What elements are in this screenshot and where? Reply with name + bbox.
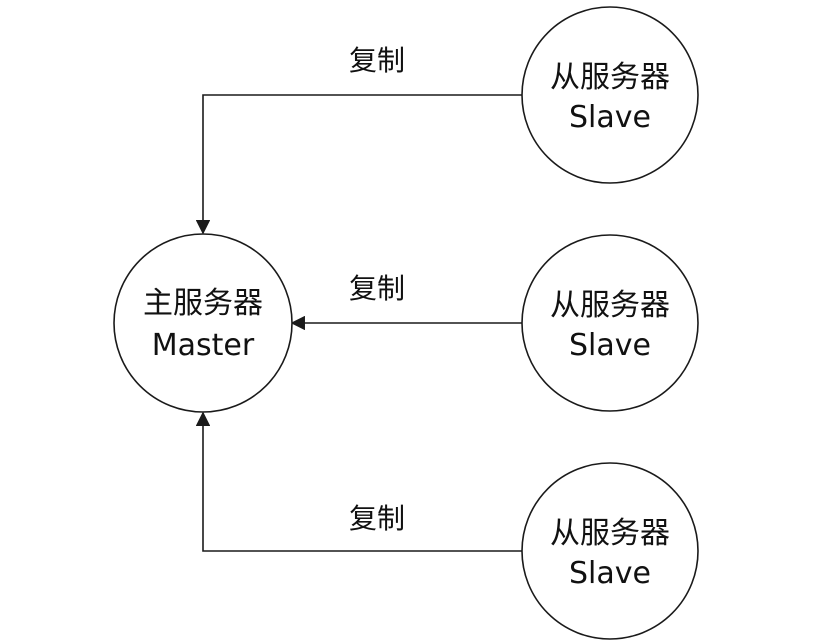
slave-node-2-label-cn: 从服务器 bbox=[550, 288, 670, 323]
slave-node-1: 从服务器 Slave bbox=[521, 6, 699, 184]
slave-node-1-circle bbox=[521, 6, 699, 184]
slave-node-1-label-cn: 从服务器 bbox=[550, 60, 670, 95]
slave-node-3-label-cn: 从服务器 bbox=[550, 516, 670, 551]
slave-node-2-circle bbox=[521, 234, 699, 412]
edge-label-slave-1: 复制 bbox=[349, 44, 405, 77]
slave-node-2-label-en: Slave bbox=[569, 328, 651, 363]
edge-label-slave-3: 复制 bbox=[349, 502, 405, 535]
edge-slave-3-to-master bbox=[195, 411, 522, 552]
master-node-label-cn: 主服务器 bbox=[143, 286, 263, 321]
edge-slave-1-to-master bbox=[195, 94, 522, 235]
master-node-label-en: Master bbox=[152, 328, 255, 363]
slave-node-3-label-en: Slave bbox=[569, 556, 651, 591]
slave-node-3: 从服务器 Slave bbox=[521, 462, 699, 640]
slave-node-2: 从服务器 Slave bbox=[521, 234, 699, 412]
master-node: 主服务器 Master bbox=[113, 233, 293, 413]
slave-node-1-label-en: Slave bbox=[569, 100, 651, 135]
edge-label-slave-2: 复制 bbox=[349, 272, 405, 305]
master-node-circle bbox=[113, 233, 293, 413]
slave-node-3-circle bbox=[521, 462, 699, 640]
